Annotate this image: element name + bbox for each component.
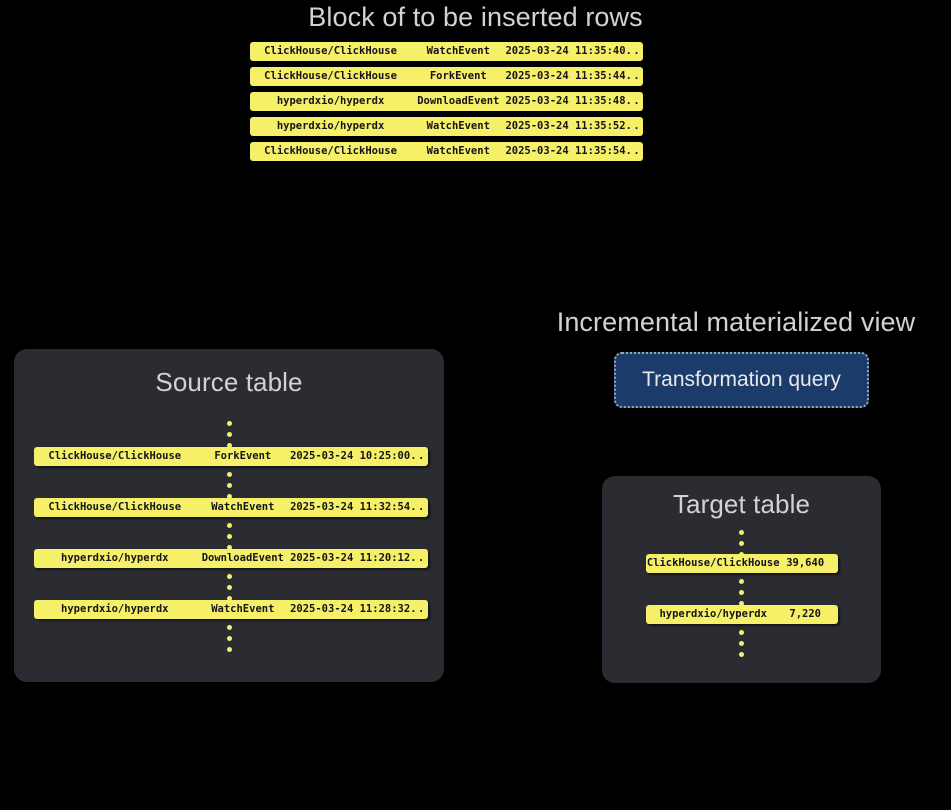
row-event: ForkEvent xyxy=(429,70,487,82)
target-table-row: ClickHouse/ClickHouse 39,640 xyxy=(646,554,838,573)
block-row: ClickHouse/ClickHouse WatchEvent 2025-03… xyxy=(250,142,643,161)
source-table-row: ClickHouse/ClickHouse ForkEvent 2025-03-… xyxy=(34,447,428,466)
transformation-query-box[interactable]: Transformation query xyxy=(614,352,869,408)
row-more-ellipsis: ... xyxy=(410,501,428,513)
target-table-row: hyperdxio/hyperdx 7,220 xyxy=(646,605,838,624)
vertical-ellipsis-icon xyxy=(227,625,232,652)
row-more-ellipsis: ... xyxy=(410,450,428,462)
row-event: ForkEvent xyxy=(214,450,272,462)
row-time: 2025-03-24 11:35:52 xyxy=(505,120,626,132)
block-row: ClickHouse/ClickHouse ForkEvent 2025-03-… xyxy=(250,67,643,86)
row-repo: ClickHouse/ClickHouse xyxy=(264,70,397,82)
row-repo: hyperdxio/hyperdx xyxy=(61,603,169,615)
target-table-title: Target table xyxy=(672,489,811,519)
row-repo: ClickHouse/ClickHouse xyxy=(264,145,397,157)
materialized-view-title: Incremental materialized view xyxy=(556,307,916,337)
row-repo: ClickHouse/ClickHouse xyxy=(264,45,397,57)
row-event: WatchEvent xyxy=(211,603,275,615)
row-event: WatchEvent xyxy=(426,145,490,157)
vertical-ellipsis-icon xyxy=(739,530,744,557)
row-repo: hyperdxio/hyperdx xyxy=(276,95,385,107)
row-more-ellipsis: ... xyxy=(625,95,643,107)
row-time: 2025-03-24 11:35:40 xyxy=(505,45,626,57)
block-row: hyperdxio/hyperdx DownloadEvent 2025-03-… xyxy=(250,92,643,111)
source-table-row: hyperdxio/hyperdx WatchEvent 2025-03-24 … xyxy=(34,600,428,619)
vertical-ellipsis-icon xyxy=(227,472,232,499)
row-repo: hyperdxio/hyperdx xyxy=(276,120,385,132)
row-repo: ClickHouse/ClickHouse xyxy=(646,557,780,569)
row-more-ellipsis: ... xyxy=(410,552,428,564)
row-more-ellipsis: ... xyxy=(625,145,643,157)
block-row: ClickHouse/ClickHouse WatchEvent 2025-03… xyxy=(250,42,643,61)
row-time: 2025-03-24 11:35:44 xyxy=(505,70,626,82)
row-time: 2025-03-24 11:35:48 xyxy=(505,95,626,107)
vertical-ellipsis-icon xyxy=(227,421,232,448)
row-event: WatchEvent xyxy=(211,501,275,513)
vertical-ellipsis-icon xyxy=(227,574,232,601)
vertical-ellipsis-icon xyxy=(739,630,744,657)
row-repo: hyperdxio/hyperdx xyxy=(61,552,169,564)
row-more-ellipsis: ... xyxy=(625,70,643,82)
row-time: 2025-03-24 10:25:00 xyxy=(290,450,411,462)
source-table-row: hyperdxio/hyperdx DownloadEvent 2025-03-… xyxy=(34,549,428,568)
row-repo: ClickHouse/ClickHouse xyxy=(48,501,182,513)
row-event: WatchEvent xyxy=(426,45,490,57)
row-time: 2025-03-24 11:28:32 xyxy=(290,603,411,615)
vertical-ellipsis-icon xyxy=(739,579,744,606)
row-more-ellipsis: ... xyxy=(625,120,643,132)
vertical-ellipsis-icon xyxy=(227,523,232,550)
row-time: 2025-03-24 11:32:54 xyxy=(290,501,411,513)
row-more-ellipsis: ... xyxy=(410,603,428,615)
transformation-query-label: Transformation query xyxy=(642,368,841,391)
row-repo: hyperdxio/hyperdx xyxy=(659,608,767,620)
row-count: 39,640 xyxy=(786,557,825,569)
block-title: Block of to be inserted rows xyxy=(308,2,643,32)
row-count: 7,220 xyxy=(789,608,821,620)
row-time: 2025-03-24 11:35:54 xyxy=(505,145,626,157)
source-table-row: ClickHouse/ClickHouse WatchEvent 2025-03… xyxy=(34,498,428,517)
row-time: 2025-03-24 11:20:12 xyxy=(290,552,411,564)
row-event: DownloadEvent xyxy=(201,552,284,564)
block-row: hyperdxio/hyperdx WatchEvent 2025-03-24 … xyxy=(250,117,643,136)
source-table-title: Source table xyxy=(155,367,303,397)
row-repo: ClickHouse/ClickHouse xyxy=(48,450,182,462)
row-event: WatchEvent xyxy=(426,120,490,132)
row-event: DownloadEvent xyxy=(417,95,500,107)
row-more-ellipsis: ... xyxy=(625,45,643,57)
